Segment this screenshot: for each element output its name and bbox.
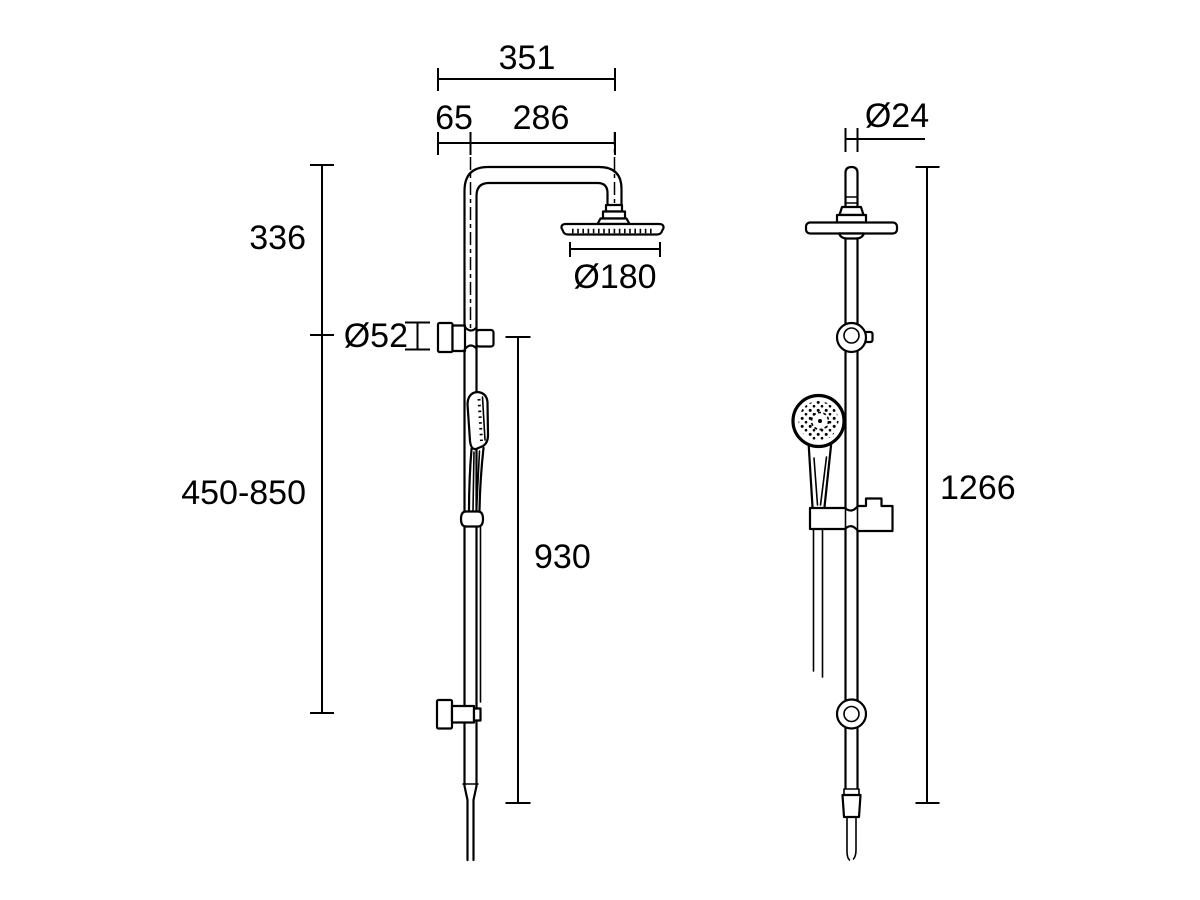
shower-head-disc bbox=[560, 222, 665, 236]
centerlines bbox=[469, 132, 616, 332]
hand-shower-center-dot bbox=[818, 419, 822, 423]
hand-shower-handle-inner bbox=[472, 450, 481, 512]
bottom-bracket-arm bbox=[450, 704, 476, 724]
dim-bracket-diameter: Ø52 bbox=[344, 317, 430, 355]
dim-head-diameter: Ø180 bbox=[569, 242, 661, 296]
dim-rail-diameter: Ø24 bbox=[844, 97, 929, 152]
dim-adjustable-range-label: 450-850 bbox=[181, 474, 306, 512]
hand-shower-handle-left bbox=[467, 447, 473, 513]
side-hose bbox=[812, 528, 824, 678]
hand-shower-face-edge bbox=[481, 396, 486, 441]
side-head-joint-bump bbox=[837, 232, 866, 240]
outlet-hose-right bbox=[852, 816, 857, 860]
rail-arm-outer-edge bbox=[463, 165, 623, 788]
side-head-disc-edge bbox=[804, 221, 899, 235]
side-upper-bracket bbox=[835, 321, 874, 354]
bottom-bracket-wall-plate bbox=[435, 698, 454, 730]
hose-outlet-left bbox=[463, 784, 469, 862]
dim-total-height-label: 1266 bbox=[940, 469, 1016, 507]
dim-rail-length-label: 930 bbox=[534, 538, 591, 576]
side-handle-outline bbox=[807, 439, 833, 509]
dim-arm-reach-label: 286 bbox=[513, 99, 570, 137]
bottom-bracket-tab bbox=[472, 707, 482, 722]
front-view: 351 65 286 336 450-850 Ø52 bbox=[181, 39, 665, 862]
dim-total-width: 351 bbox=[437, 39, 616, 91]
dim-top-to-bracket-label: 336 bbox=[249, 219, 306, 257]
side-rail bbox=[844, 165, 859, 791]
hand-shower-face-dots bbox=[477, 398, 483, 442]
side-handle-inner bbox=[813, 456, 828, 506]
outlet-hose-left bbox=[846, 816, 851, 861]
bracket-ball-top bbox=[463, 325, 478, 332]
side-head-collar bbox=[835, 213, 868, 224]
dim-wall-offset-label: 65 bbox=[435, 99, 473, 137]
side-bottom-elbow bbox=[835, 698, 868, 861]
rail-arm-inner-edge bbox=[475, 181, 609, 788]
hose-outlet-right bbox=[472, 784, 478, 862]
dim-total-width-label: 351 bbox=[499, 39, 556, 77]
overhead-shower bbox=[560, 203, 665, 236]
dim-rail-diameter-label: Ø24 bbox=[865, 97, 929, 135]
slider-clamp bbox=[459, 510, 485, 528]
dim-total-height: 1266 bbox=[915, 166, 1016, 804]
bracket-knob bbox=[475, 328, 495, 348]
dim-vertical-left: 336 450-850 bbox=[181, 164, 334, 714]
side-view: Ø24 1266 bbox=[791, 97, 1016, 861]
side-slider bbox=[808, 497, 894, 533]
side-bracket-ring-inner bbox=[843, 327, 860, 344]
hand-shower-side bbox=[459, 390, 490, 528]
dim-head-diameter-label: Ø180 bbox=[573, 258, 656, 296]
upper-wall-bracket bbox=[436, 321, 495, 354]
side-head-nut bbox=[838, 205, 865, 217]
bracket-arm bbox=[451, 324, 467, 353]
bottom-wall-bracket bbox=[435, 698, 482, 730]
bracket-wall-plate bbox=[436, 321, 454, 354]
elbow-ring-inner bbox=[843, 705, 860, 723]
slider-body bbox=[808, 497, 894, 533]
dim-bracket-diameter-label: Ø52 bbox=[344, 317, 408, 355]
shower-rail-and-arm bbox=[462, 165, 623, 862]
side-hand-shower bbox=[791, 393, 846, 509]
outlet-connector bbox=[841, 793, 862, 819]
front-dimensions: 351 65 286 336 450-850 Ø52 bbox=[181, 39, 661, 804]
dim-rail-length: 930 bbox=[505, 336, 591, 804]
dim-offset-and-reach: 65 286 bbox=[435, 99, 616, 155]
side-dimensions: Ø24 1266 bbox=[844, 97, 1016, 804]
side-rail-tube bbox=[844, 165, 859, 702]
side-overhead-shower bbox=[804, 205, 899, 240]
bracket-ball-bottom bbox=[463, 344, 478, 351]
hand-shower-handle-right bbox=[478, 446, 485, 513]
